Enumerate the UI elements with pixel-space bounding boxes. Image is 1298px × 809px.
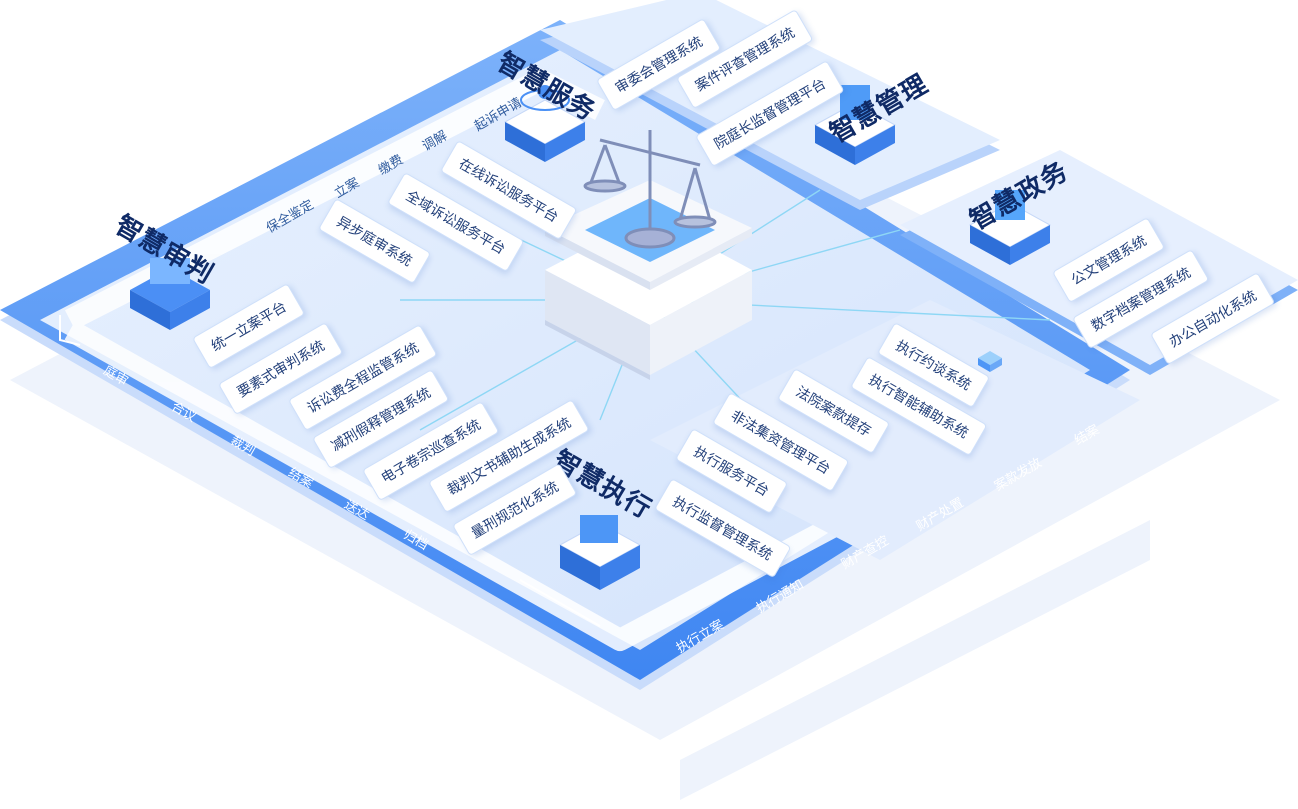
building-trial — [130, 258, 210, 330]
building-service — [503, 85, 587, 162]
building-execution — [558, 515, 642, 590]
building-management — [813, 85, 897, 165]
cube-small — [978, 351, 1002, 372]
justice-scale-icon — [583, 130, 717, 249]
track-arrows — [59, 315, 601, 627]
building-government — [968, 190, 1052, 265]
